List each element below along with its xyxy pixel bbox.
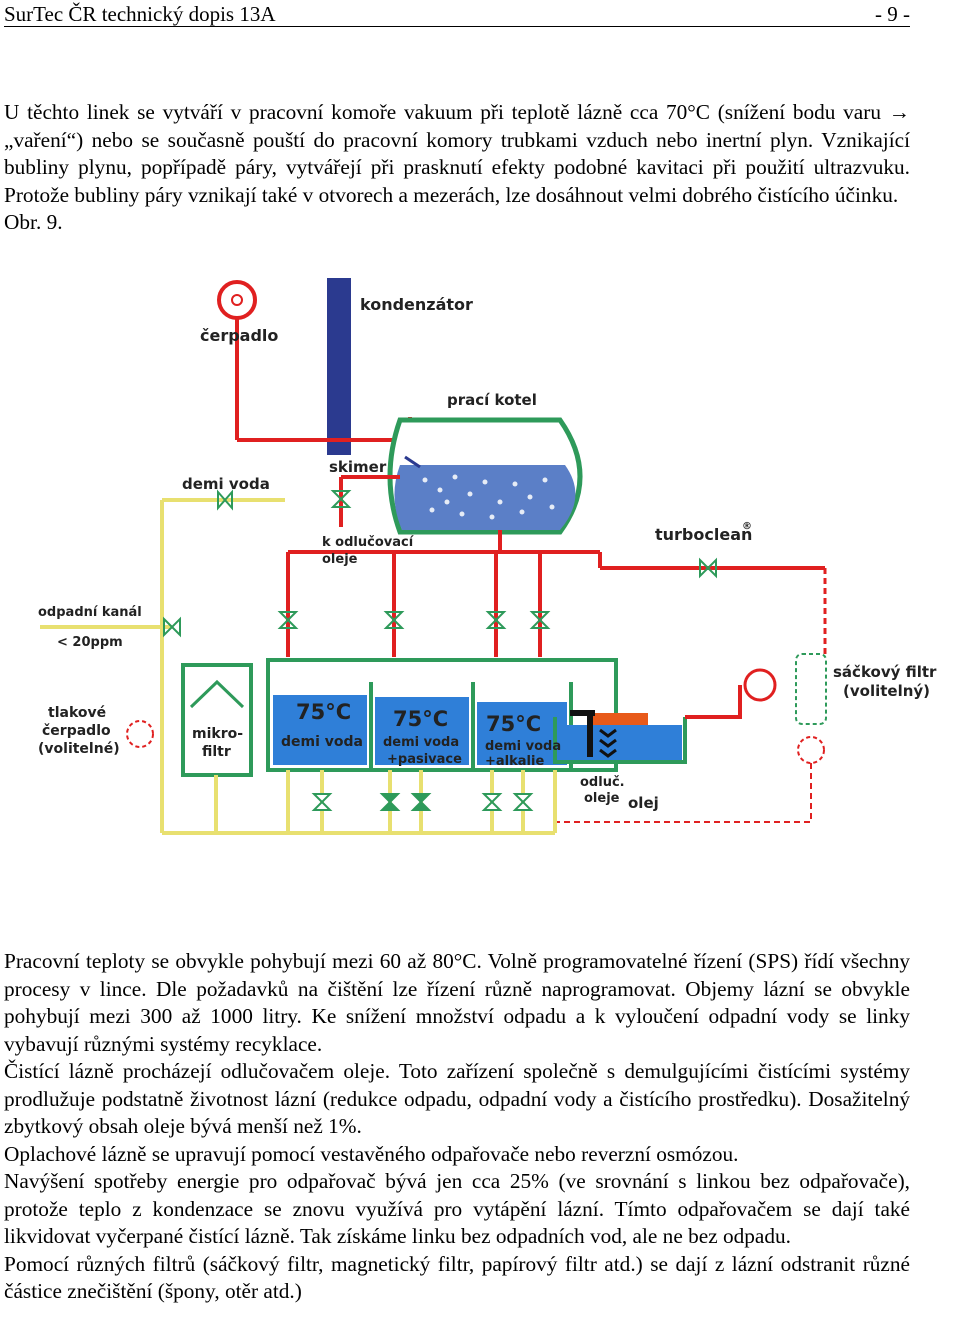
label-separator-1: odluč. bbox=[580, 775, 625, 790]
skimmer-valve-icon bbox=[330, 490, 352, 508]
tank3-temp: 75°C bbox=[486, 712, 541, 736]
label-turboclean: turboclean bbox=[655, 525, 752, 544]
body-paragraph: Pomocí různých filtrů (sáčkový filtr, ma… bbox=[4, 1251, 910, 1304]
label-pressure-pump-3: (volitelné) bbox=[38, 741, 120, 757]
page-header: SurTec ČR technický dopis 13A - 9 - bbox=[4, 0, 910, 27]
label-bag-filter-2: (volitelný) bbox=[843, 682, 930, 700]
label-separator-2: oleje bbox=[584, 791, 620, 806]
label-pump: čerpadlo bbox=[200, 326, 278, 345]
label-skimmer: skimer bbox=[329, 458, 387, 476]
label-microfilter-2: filtr bbox=[202, 744, 231, 760]
tank2-line2: +pasivace bbox=[387, 752, 462, 767]
body-section: Pracovní teploty se obvykle pohybují mez… bbox=[4, 948, 910, 1306]
tank1-temp: 75°C bbox=[296, 700, 351, 724]
tank2-temp: 75°C bbox=[393, 707, 448, 731]
turboclean-valve-icon bbox=[699, 557, 717, 579]
bottom-valve-icons bbox=[311, 793, 534, 811]
tank1-line1: demi voda bbox=[281, 734, 363, 750]
oil-separator bbox=[553, 710, 687, 764]
tank2-line1: demi voda bbox=[383, 735, 459, 750]
label-washer: prací kotel bbox=[447, 391, 537, 409]
tank3-line2: +alkalie bbox=[485, 754, 544, 769]
label-demi-water: demi voda bbox=[182, 475, 270, 493]
label-pressure-pump-1: tlakové bbox=[48, 705, 106, 721]
label-oil: olej bbox=[628, 794, 659, 812]
pressure-pump-icon bbox=[126, 720, 154, 748]
washer-vessel bbox=[387, 417, 583, 535]
demi-water-valve-icon bbox=[217, 489, 233, 511]
intro-section: U těchto linek se vytváří v pracovní kom… bbox=[4, 99, 910, 237]
body-paragraph: Navýšení spotřeby energie pro odpařovač … bbox=[4, 1169, 910, 1248]
condenser-icon bbox=[327, 278, 351, 455]
cleaning-line-diagram: čerpadlo kondenzátor prací kotel skimer … bbox=[38, 278, 937, 835]
label-drain: odpadní kanál bbox=[38, 605, 142, 620]
tank3-line1: demi voda bbox=[485, 739, 561, 754]
intro-paragraph: U těchto linek se vytváří v pracovní kom… bbox=[4, 100, 910, 207]
body-paragraph: Oplachové lázně se upravují pomocí vesta… bbox=[4, 1141, 739, 1166]
label-bag-filter-1: sáčkový filtr bbox=[833, 663, 937, 681]
bag-filter-pump-icon bbox=[743, 668, 777, 702]
tank-valve-icons bbox=[277, 611, 551, 629]
figure-reference: Obr. 9. bbox=[4, 210, 63, 234]
body-paragraph: Pracovní teploty se obvykle pohybují mez… bbox=[4, 949, 910, 1056]
label-microfilter-1: mikro- bbox=[192, 726, 243, 742]
page-number: - 9 - bbox=[875, 2, 910, 26]
label-drain-limit: < 20ppm bbox=[57, 635, 123, 650]
drain-valve-icon bbox=[163, 616, 181, 638]
label-oil-separator-line2: oleje bbox=[322, 552, 358, 567]
body-paragraph: Čistící lázně procházejí odlučovačem ole… bbox=[4, 1059, 910, 1138]
label-oil-separator-line1: k odlučovací bbox=[322, 535, 415, 550]
pump-icon bbox=[217, 280, 257, 320]
label-registered: ® bbox=[742, 521, 752, 532]
bag-filter-icon bbox=[795, 653, 827, 725]
label-condenser: kondenzátor bbox=[360, 295, 473, 314]
header-title: SurTec ČR technický dopis 13A bbox=[4, 2, 276, 26]
label-pressure-pump-2: čerpadlo bbox=[42, 723, 111, 739]
